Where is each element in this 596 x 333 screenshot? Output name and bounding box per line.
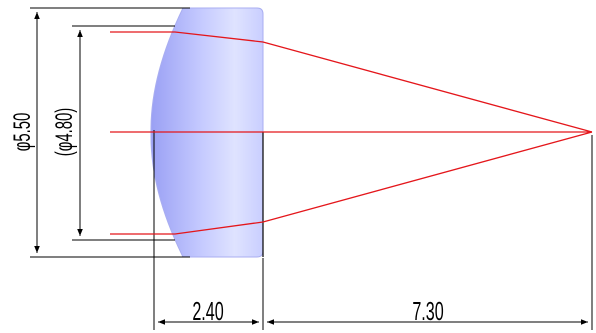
bottom-dimensions — [153, 135, 593, 330]
clear-aperture-label: (φ4.80) — [52, 108, 78, 156]
bottom-marginal-ray — [110, 131, 593, 235]
light-rays — [110, 31, 593, 235]
thickness-label: 2.40 — [192, 296, 223, 326]
top-marginal-ray — [110, 31, 593, 133]
clear-aperture-dimension — [72, 25, 175, 241]
outer-diameter-dimension — [30, 7, 190, 258]
outer-diameter-label: φ5.50 — [10, 113, 36, 152]
back-focal-distance-label: 7.30 — [412, 296, 443, 326]
